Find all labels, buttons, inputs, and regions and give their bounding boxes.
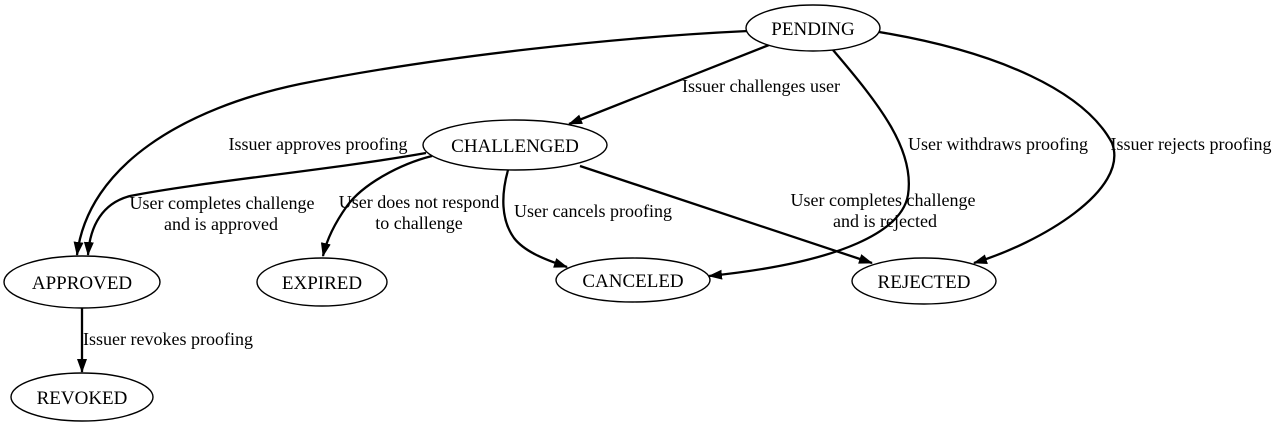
node-approved-label: APPROVED	[32, 273, 132, 294]
nodes: PENDING CHALLENGED APPROVED EXPIRED CANC…	[3, 4, 997, 422]
edge-label-user-cancels-proofing: User cancels proofing	[514, 201, 672, 221]
edge-pending-canceled	[708, 49, 911, 280]
node-challenged-label: CHALLENGED	[451, 136, 579, 157]
edge-label-issuer-challenges-user: Issuer challenges user	[682, 76, 840, 96]
node-canceled-label: CANCELED	[582, 271, 683, 292]
node-canceled: CANCELED	[555, 257, 711, 303]
edge-label-user-does-not-respond-line1: User does not respond	[339, 192, 499, 212]
node-pending: PENDING	[745, 4, 881, 52]
edge-label-issuer-revokes-proofing: Issuer revokes proofing	[83, 329, 253, 349]
node-revoked-label: REVOKED	[37, 388, 128, 409]
edge-label-user-completes-challenge-rejected-line1: User completes challenge	[791, 190, 976, 210]
edge-challenged-expired	[320, 154, 433, 257]
edge-label-user-completes-challenge-approved-line1: User completes challenge	[130, 193, 315, 213]
node-pending-ellipse	[745, 4, 881, 52]
edge-challenged-rejected	[579, 164, 873, 265]
node-revoked-ellipse	[10, 372, 154, 422]
node-rejected-label: REJECTED	[878, 272, 971, 293]
edge-labels: Issuer challenges user Issuer approves p…	[83, 76, 1271, 349]
node-expired-ellipse	[256, 257, 388, 307]
node-pending-label: PENDING	[771, 19, 855, 40]
edge-label-issuer-approves-proofing: Issuer approves proofing	[229, 134, 408, 154]
edge-challenged-approved	[83, 151, 427, 256]
node-expired-label: EXPIRED	[282, 273, 362, 294]
node-expired: EXPIRED	[256, 257, 388, 307]
node-approved: APPROVED	[3, 255, 161, 309]
edge-label-user-completes-challenge-approved-line2: and is approved	[164, 214, 278, 234]
edge-label-user-withdraws-proofing: User withdraws proofing	[908, 134, 1088, 154]
edge-label-issuer-rejects-proofing: Issuer rejects proofing	[1111, 134, 1272, 154]
node-canceled-ellipse	[555, 257, 711, 303]
node-challenged-ellipse	[422, 119, 608, 171]
edge-pending-rejected	[878, 30, 1116, 265]
node-revoked: REVOKED	[10, 372, 154, 422]
edges	[73, 29, 1116, 373]
node-rejected-ellipse	[851, 257, 997, 305]
edge-label-user-does-not-respond-line2: to challenge	[375, 213, 462, 233]
node-challenged: CHALLENGED	[422, 119, 608, 171]
edge-pending-approved	[73, 29, 749, 256]
edge-label-user-completes-challenge-rejected-line2: and is rejected	[833, 211, 937, 231]
node-approved-ellipse	[3, 255, 161, 309]
edge-challenged-canceled	[502, 169, 568, 269]
edge-pending-challenged	[568, 43, 770, 126]
node-rejected: REJECTED	[851, 257, 997, 305]
